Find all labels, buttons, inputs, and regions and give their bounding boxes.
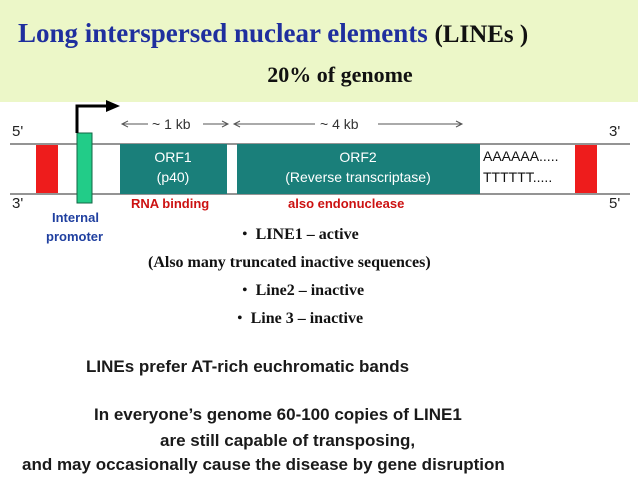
promoter-label-line2: promoter [46,229,103,244]
span-1kb-label: ~ 1 kb [152,116,191,132]
transcription-start-arrow-icon [75,100,120,133]
span-4kb-label: ~ 4 kb [320,116,359,132]
poly-a-tail: AAAAAA..... [483,148,558,164]
poly-t-tail: TTTTTT..... [483,169,552,185]
copies-note-line2: are still capable of transposing, [160,431,416,450]
right-flank-box [575,145,597,193]
orf2-product: (Reverse transcriptase) [285,169,431,185]
orf2-name: ORF2 [339,149,377,165]
orf1-box [120,144,227,194]
page-title: Long interspersed nuclear elements (LINE… [18,18,528,49]
span-1kb-arrow [120,120,230,128]
orf2-box [237,144,480,194]
at-rich-note: LINEs prefer AT-rich euchromatic bands [86,357,410,376]
orf2-function-label: also endonuclease [288,196,404,211]
orf1-product: (p40) [157,169,190,185]
orf1-name: ORF1 [154,149,192,165]
top-left-end-label: 5' [12,123,23,140]
bottom-right-end-label: 5' [609,195,620,212]
title-banner: Long interspersed nuclear elements (LINE… [0,0,638,102]
promoter-label-line1: Internal [52,210,99,225]
copies-note-line3: and may occasionally cause the disease b… [22,455,505,474]
title-abbreviation: (LINEs ) [434,21,529,48]
page-subtitle: 20% of genome [267,62,413,87]
title-main: Long interspersed nuclear elements [18,18,428,48]
line-element-diagram: 5' 3' 3' 5' ~ 1 kb ~ 4 kb ORF1 (p40) ORF… [10,100,630,244]
internal-promoter-box [76,132,93,204]
bullet-line3: Line 3 – inactive [237,310,363,328]
bullet-line2: Line2 – inactive [242,282,364,300]
orf1-function-label: RNA binding [131,196,209,211]
copies-note-line1: In everyone’s genome 60-100 copies of LI… [94,405,462,424]
bullet-line1: LINE1 – active [242,226,359,244]
truncated-note: (Also many truncated inactive sequences) [148,254,431,271]
bottom-left-end-label: 3' [12,195,23,212]
top-right-end-label: 3' [609,123,620,140]
span-4kb-arrow [232,120,464,128]
left-flank-box [36,145,58,193]
